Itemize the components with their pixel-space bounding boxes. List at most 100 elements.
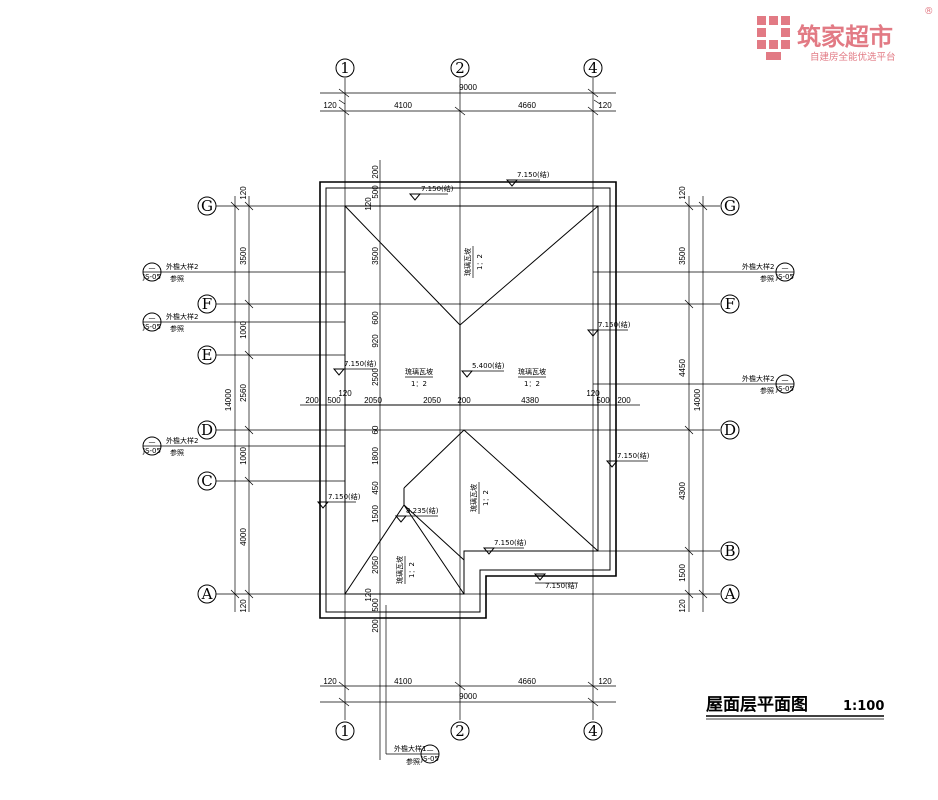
svg-text:2: 2 bbox=[455, 59, 465, 77]
axis-bubble-left-G: G bbox=[197, 196, 217, 216]
axis-bubble-left-A: A bbox=[197, 584, 217, 604]
dim-bottom-total: 9000 bbox=[459, 692, 477, 701]
svg-text:JS-05: JS-05 bbox=[142, 323, 161, 331]
svg-text:琉璃瓦坡: 琉璃瓦坡 bbox=[405, 367, 433, 376]
svg-text:—: — bbox=[149, 314, 156, 322]
svg-text:D: D bbox=[201, 421, 213, 439]
dim-bottom: 120 4100 4660 120 9000 bbox=[320, 677, 616, 707]
axis-bubble-left-E: E bbox=[197, 345, 217, 365]
svg-text:120: 120 bbox=[364, 197, 373, 211]
svg-text:1：2: 1：2 bbox=[476, 254, 484, 270]
svg-text:120: 120 bbox=[598, 677, 612, 686]
svg-text:—: — bbox=[782, 376, 789, 384]
svg-text:4660: 4660 bbox=[518, 677, 536, 686]
svg-text:4660: 4660 bbox=[518, 101, 536, 110]
dim-top: 9000 120 4100 4660 120 bbox=[320, 83, 616, 116]
svg-text:外檐大样2: 外檐大样2 bbox=[166, 262, 198, 271]
svg-text:F: F bbox=[202, 295, 212, 313]
svg-text:1：2: 1：2 bbox=[411, 380, 427, 388]
svg-text:4300: 4300 bbox=[678, 482, 687, 500]
svg-text:1800: 1800 bbox=[371, 447, 380, 465]
svg-text:参照: 参照 bbox=[760, 386, 774, 395]
svg-text:1：2: 1：2 bbox=[482, 490, 490, 506]
svg-text:120: 120 bbox=[323, 677, 337, 686]
svg-text:2560: 2560 bbox=[239, 384, 248, 402]
slope-label-small: 琉璃瓦坡 1：2 bbox=[395, 556, 416, 584]
axis-bubble-right-A: A bbox=[720, 584, 740, 604]
axis-bubble-right-G: G bbox=[720, 196, 740, 216]
elevation-bottom-outer: 7.150(结) bbox=[533, 573, 578, 590]
svg-text:450: 450 bbox=[371, 481, 380, 495]
drawing-title: 屋面层平面图 bbox=[706, 695, 808, 715]
dim-left-total: 14000 bbox=[224, 388, 233, 411]
slope-label-mid-left: 琉璃瓦坡 1：2 bbox=[405, 367, 433, 388]
svg-text:7.150(结): 7.150(结) bbox=[545, 581, 578, 590]
svg-text:120: 120 bbox=[239, 599, 248, 613]
logo-registered-mark: ® bbox=[924, 6, 934, 17]
svg-text:7.150(结): 7.150(结) bbox=[344, 359, 377, 368]
svg-text:4380: 4380 bbox=[521, 396, 539, 405]
elevation-center: 5.400(结) bbox=[460, 361, 505, 378]
drawing-scale: 1:100 bbox=[843, 699, 884, 714]
detail-ref-right-1: — JS-05 外檐大样2 参照 bbox=[593, 262, 795, 283]
svg-text:参照: 参照 bbox=[760, 274, 774, 283]
elevation-top-left: 7.150(结) bbox=[408, 184, 454, 201]
svg-text:8.235(结): 8.235(结) bbox=[406, 506, 439, 515]
svg-text:7.150(结): 7.150(结) bbox=[617, 451, 650, 460]
svg-text:7.150(结): 7.150(结) bbox=[421, 184, 454, 193]
elevation-right-lower: 7.150(结) bbox=[605, 451, 650, 468]
axis-bubble-bottom-4: 4 bbox=[583, 721, 603, 741]
svg-text:120: 120 bbox=[239, 186, 248, 200]
parapet-outline bbox=[319, 181, 617, 619]
svg-text:—: — bbox=[782, 264, 789, 272]
svg-text:500: 500 bbox=[596, 396, 610, 405]
svg-text:2500: 2500 bbox=[371, 368, 380, 386]
axis-bubble-bottom-1: 1 bbox=[335, 721, 355, 741]
elevation-left-mid: 7.150(结) bbox=[332, 359, 377, 376]
svg-text:7.150(结): 7.150(结) bbox=[598, 320, 631, 329]
svg-text:120: 120 bbox=[364, 588, 373, 602]
svg-text:920: 920 bbox=[371, 334, 380, 348]
svg-text:琉璃瓦坡: 琉璃瓦坡 bbox=[469, 484, 478, 512]
svg-text:1500: 1500 bbox=[371, 505, 380, 523]
svg-text:外檐大样2: 外檐大样2 bbox=[166, 312, 198, 321]
svg-text:G: G bbox=[724, 197, 736, 215]
svg-text:7.150(结): 7.150(结) bbox=[517, 170, 550, 179]
svg-text:500: 500 bbox=[371, 598, 380, 612]
svg-text:琉璃瓦坡: 琉璃瓦坡 bbox=[395, 556, 404, 584]
svg-text:外檐大样2: 外檐大样2 bbox=[742, 262, 774, 271]
svg-text:琉璃瓦坡: 琉璃瓦坡 bbox=[463, 248, 472, 276]
svg-text:4: 4 bbox=[588, 59, 598, 77]
drawing-title-block: 屋面层平面图 1:100 bbox=[706, 695, 884, 720]
svg-text:A: A bbox=[724, 585, 736, 603]
svg-text:参照: 参照 bbox=[170, 324, 184, 333]
detail-ref-right-2: — JS-05 外檐大样2 参照 bbox=[593, 374, 795, 395]
elevation-bottom-inner: 7.150(结) bbox=[482, 538, 527, 555]
svg-text:120: 120 bbox=[338, 389, 352, 398]
axis-bubble-top-1: 1 bbox=[335, 58, 355, 78]
svg-text:4: 4 bbox=[588, 722, 598, 740]
dim-mid-row: 200 500 2050 2050 200 4380 500 200 120 1… bbox=[300, 389, 640, 406]
slope-label-lower: 琉璃瓦坡 1：2 bbox=[469, 482, 490, 514]
dim-inner-vertical: 200 500 120 3500 600 920 2500 60 1800 45… bbox=[364, 160, 381, 760]
dim-right-total: 14000 bbox=[693, 388, 702, 411]
svg-text:500: 500 bbox=[327, 396, 341, 405]
svg-text:1：2: 1：2 bbox=[408, 562, 416, 578]
svg-text:7.150(结): 7.150(结) bbox=[494, 538, 527, 547]
svg-text:200: 200 bbox=[305, 396, 319, 405]
svg-text:7.150(结): 7.150(结) bbox=[328, 492, 361, 501]
axis-bubble-top-2: 2 bbox=[450, 58, 470, 78]
svg-text:2050: 2050 bbox=[364, 396, 382, 405]
svg-text:200: 200 bbox=[371, 619, 380, 633]
detail-ref-left-1: — JS-05 外檐大样2 参照 bbox=[142, 262, 345, 283]
detail-ref-bottom: — JS-05 外檐大样1 参照 bbox=[385, 605, 440, 766]
svg-text:1000: 1000 bbox=[239, 321, 248, 339]
slope-label-mid-right: 琉璃瓦坡 1：2 bbox=[518, 367, 546, 388]
row-axis-lines bbox=[216, 205, 720, 595]
svg-text:2050: 2050 bbox=[423, 396, 441, 405]
axis-bubble-left-C: C bbox=[197, 471, 217, 491]
svg-text:G: G bbox=[201, 197, 213, 215]
brand-logo: 筑家超市 ® 自建房全能优选平台 bbox=[757, 6, 934, 63]
svg-text:120: 120 bbox=[598, 101, 612, 110]
svg-text:120: 120 bbox=[678, 599, 687, 613]
